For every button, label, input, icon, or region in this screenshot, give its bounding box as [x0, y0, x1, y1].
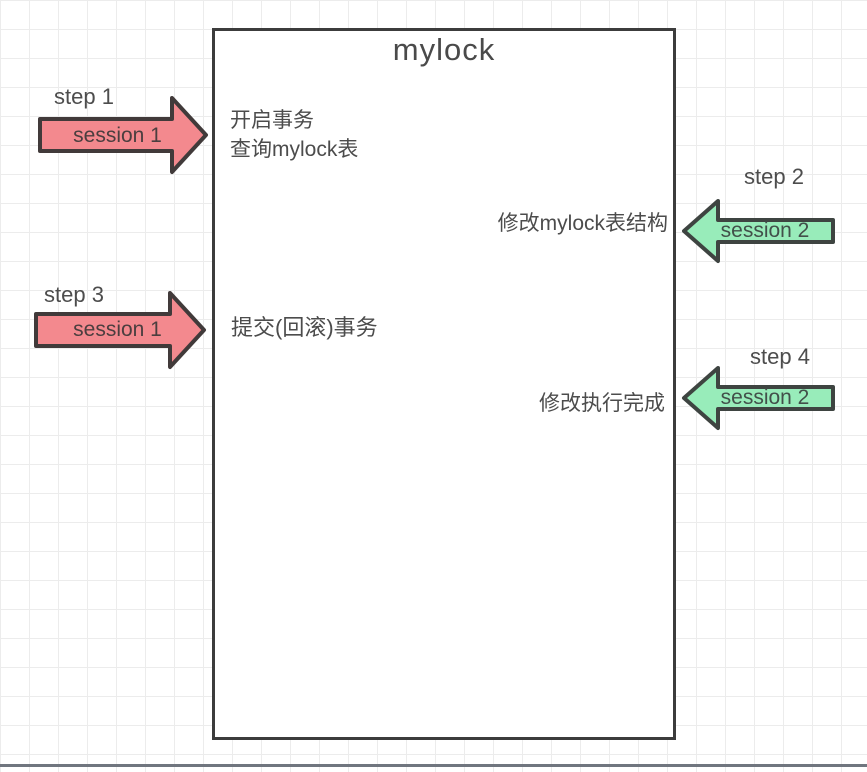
session-1-label-arrow1: session 1 — [73, 124, 162, 147]
note-alter-complete: 修改执行完成 — [539, 392, 665, 415]
note-begin-transaction-line1: 开启事务 — [230, 109, 314, 132]
step-1-label: step 1 — [54, 84, 114, 109]
session-1-label-arrow3: session 1 — [73, 318, 162, 341]
step-2-label: step 2 — [744, 164, 804, 189]
note-query-table-line2: 查询mylock表 — [230, 138, 359, 161]
step-3-label: step 3 — [44, 282, 104, 307]
note-commit-rollback: 提交(回滚)事务 — [231, 315, 378, 340]
mylock-table-box — [212, 28, 676, 740]
step-4-label: step 4 — [750, 344, 810, 369]
note-begin-transaction: 开启事务 查询mylock表 — [230, 106, 358, 164]
box-title: mylock — [392, 32, 496, 67]
note-alter-table: 修改mylock表结构 — [497, 212, 668, 235]
session-2-label-arrow4: session 2 — [720, 386, 810, 409]
session-2-label-arrow2: session 2 — [720, 219, 810, 242]
bottom-edge-line — [0, 764, 867, 767]
